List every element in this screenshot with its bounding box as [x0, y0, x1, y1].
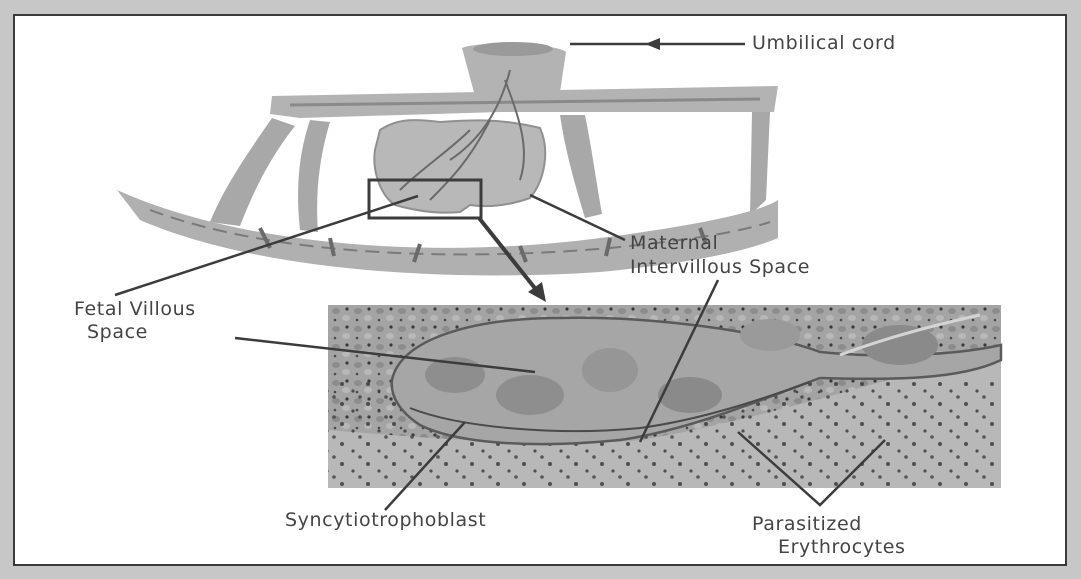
umbilical-arrow-head	[645, 38, 660, 50]
fetal-label-line1: Fetal Villous	[74, 298, 196, 320]
syncytiotrophoblast-label: Syncytiotrophoblast	[285, 509, 486, 531]
placenta-left-wall	[210, 118, 295, 226]
maternal-leader	[530, 195, 625, 240]
cord-vessel-top	[473, 42, 553, 56]
maternal-label-line1: Maternal	[630, 232, 718, 254]
umbilical-cord-label: Umbilical cord	[752, 32, 896, 54]
parasitized-label-line1: Parasitized	[752, 513, 862, 535]
fetal-label-line2: Space	[87, 321, 148, 343]
maternal-label-line2: Intervillous Space	[630, 256, 810, 278]
parasitized-label-line2: Erythrocytes	[778, 536, 906, 558]
placenta-right-wall	[560, 115, 602, 218]
